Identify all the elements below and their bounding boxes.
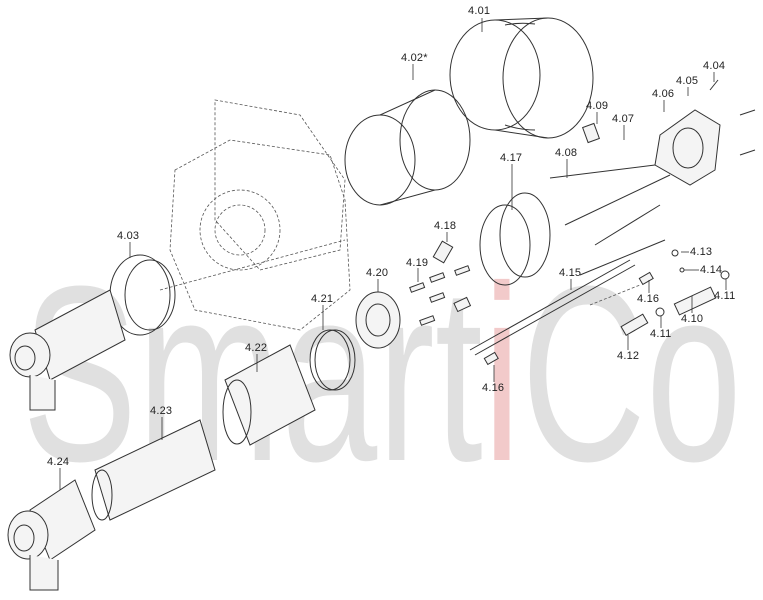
label-4-08: 4.08 bbox=[555, 147, 578, 159]
label-4-07: 4.07 bbox=[612, 113, 635, 125]
label-4-16: 4.16 bbox=[482, 382, 505, 394]
part-4-22-tube bbox=[222, 344, 316, 446]
part-4-21-ring bbox=[309, 329, 356, 391]
label-4-15: 4.15 bbox=[559, 267, 582, 279]
label-4-02: 4.02* bbox=[401, 52, 428, 64]
label-4-11: 4.11 bbox=[714, 290, 736, 302]
label-4-14: 4.14 bbox=[700, 264, 723, 276]
part-rods bbox=[469, 79, 756, 356]
label-4-10: 4.10 bbox=[681, 313, 704, 325]
part-4-06-plate bbox=[654, 109, 721, 186]
part-4-23-tube bbox=[91, 419, 216, 521]
label-4-17: 4.17 bbox=[500, 152, 523, 164]
part-4-01-bellows bbox=[449, 17, 594, 139]
part-4-02-ring bbox=[344, 89, 471, 206]
label-4-03: 4.03 bbox=[117, 230, 140, 242]
part-4-20-diffuser bbox=[355, 291, 401, 349]
label-4-09: 4.09 bbox=[586, 100, 609, 112]
label-4-06: 4.06 bbox=[652, 88, 675, 100]
label-4-24: 4.24 bbox=[47, 456, 70, 468]
part-housing-outline bbox=[169, 99, 351, 331]
label-4-21: 4.21 bbox=[311, 293, 334, 305]
label-4-16: 4.16 bbox=[637, 293, 660, 305]
label-4-18: 4.18 bbox=[434, 220, 457, 232]
part-4-03-flange bbox=[9, 254, 176, 411]
label-4-22: 4.22 bbox=[245, 342, 268, 354]
label-4-13: 4.13 bbox=[690, 246, 713, 258]
part-small-components bbox=[159, 239, 730, 366]
watermark: SmartiCo bbox=[22, 234, 742, 513]
label-4-23: 4.23 bbox=[150, 405, 173, 417]
label-4-04: 4.04 bbox=[703, 60, 726, 72]
part-4-17-ring bbox=[479, 192, 551, 286]
part-4-24-head bbox=[7, 479, 96, 591]
label-4-11: 4.11 bbox=[650, 328, 672, 340]
label-4-01: 4.01 bbox=[468, 5, 491, 17]
label-4-05: 4.05 bbox=[676, 75, 699, 87]
label-4-12: 4.12 bbox=[617, 350, 640, 362]
label-4-20: 4.20 bbox=[366, 267, 389, 279]
leader-lines bbox=[59, 18, 727, 490]
label-4-19: 4.19 bbox=[406, 257, 429, 269]
